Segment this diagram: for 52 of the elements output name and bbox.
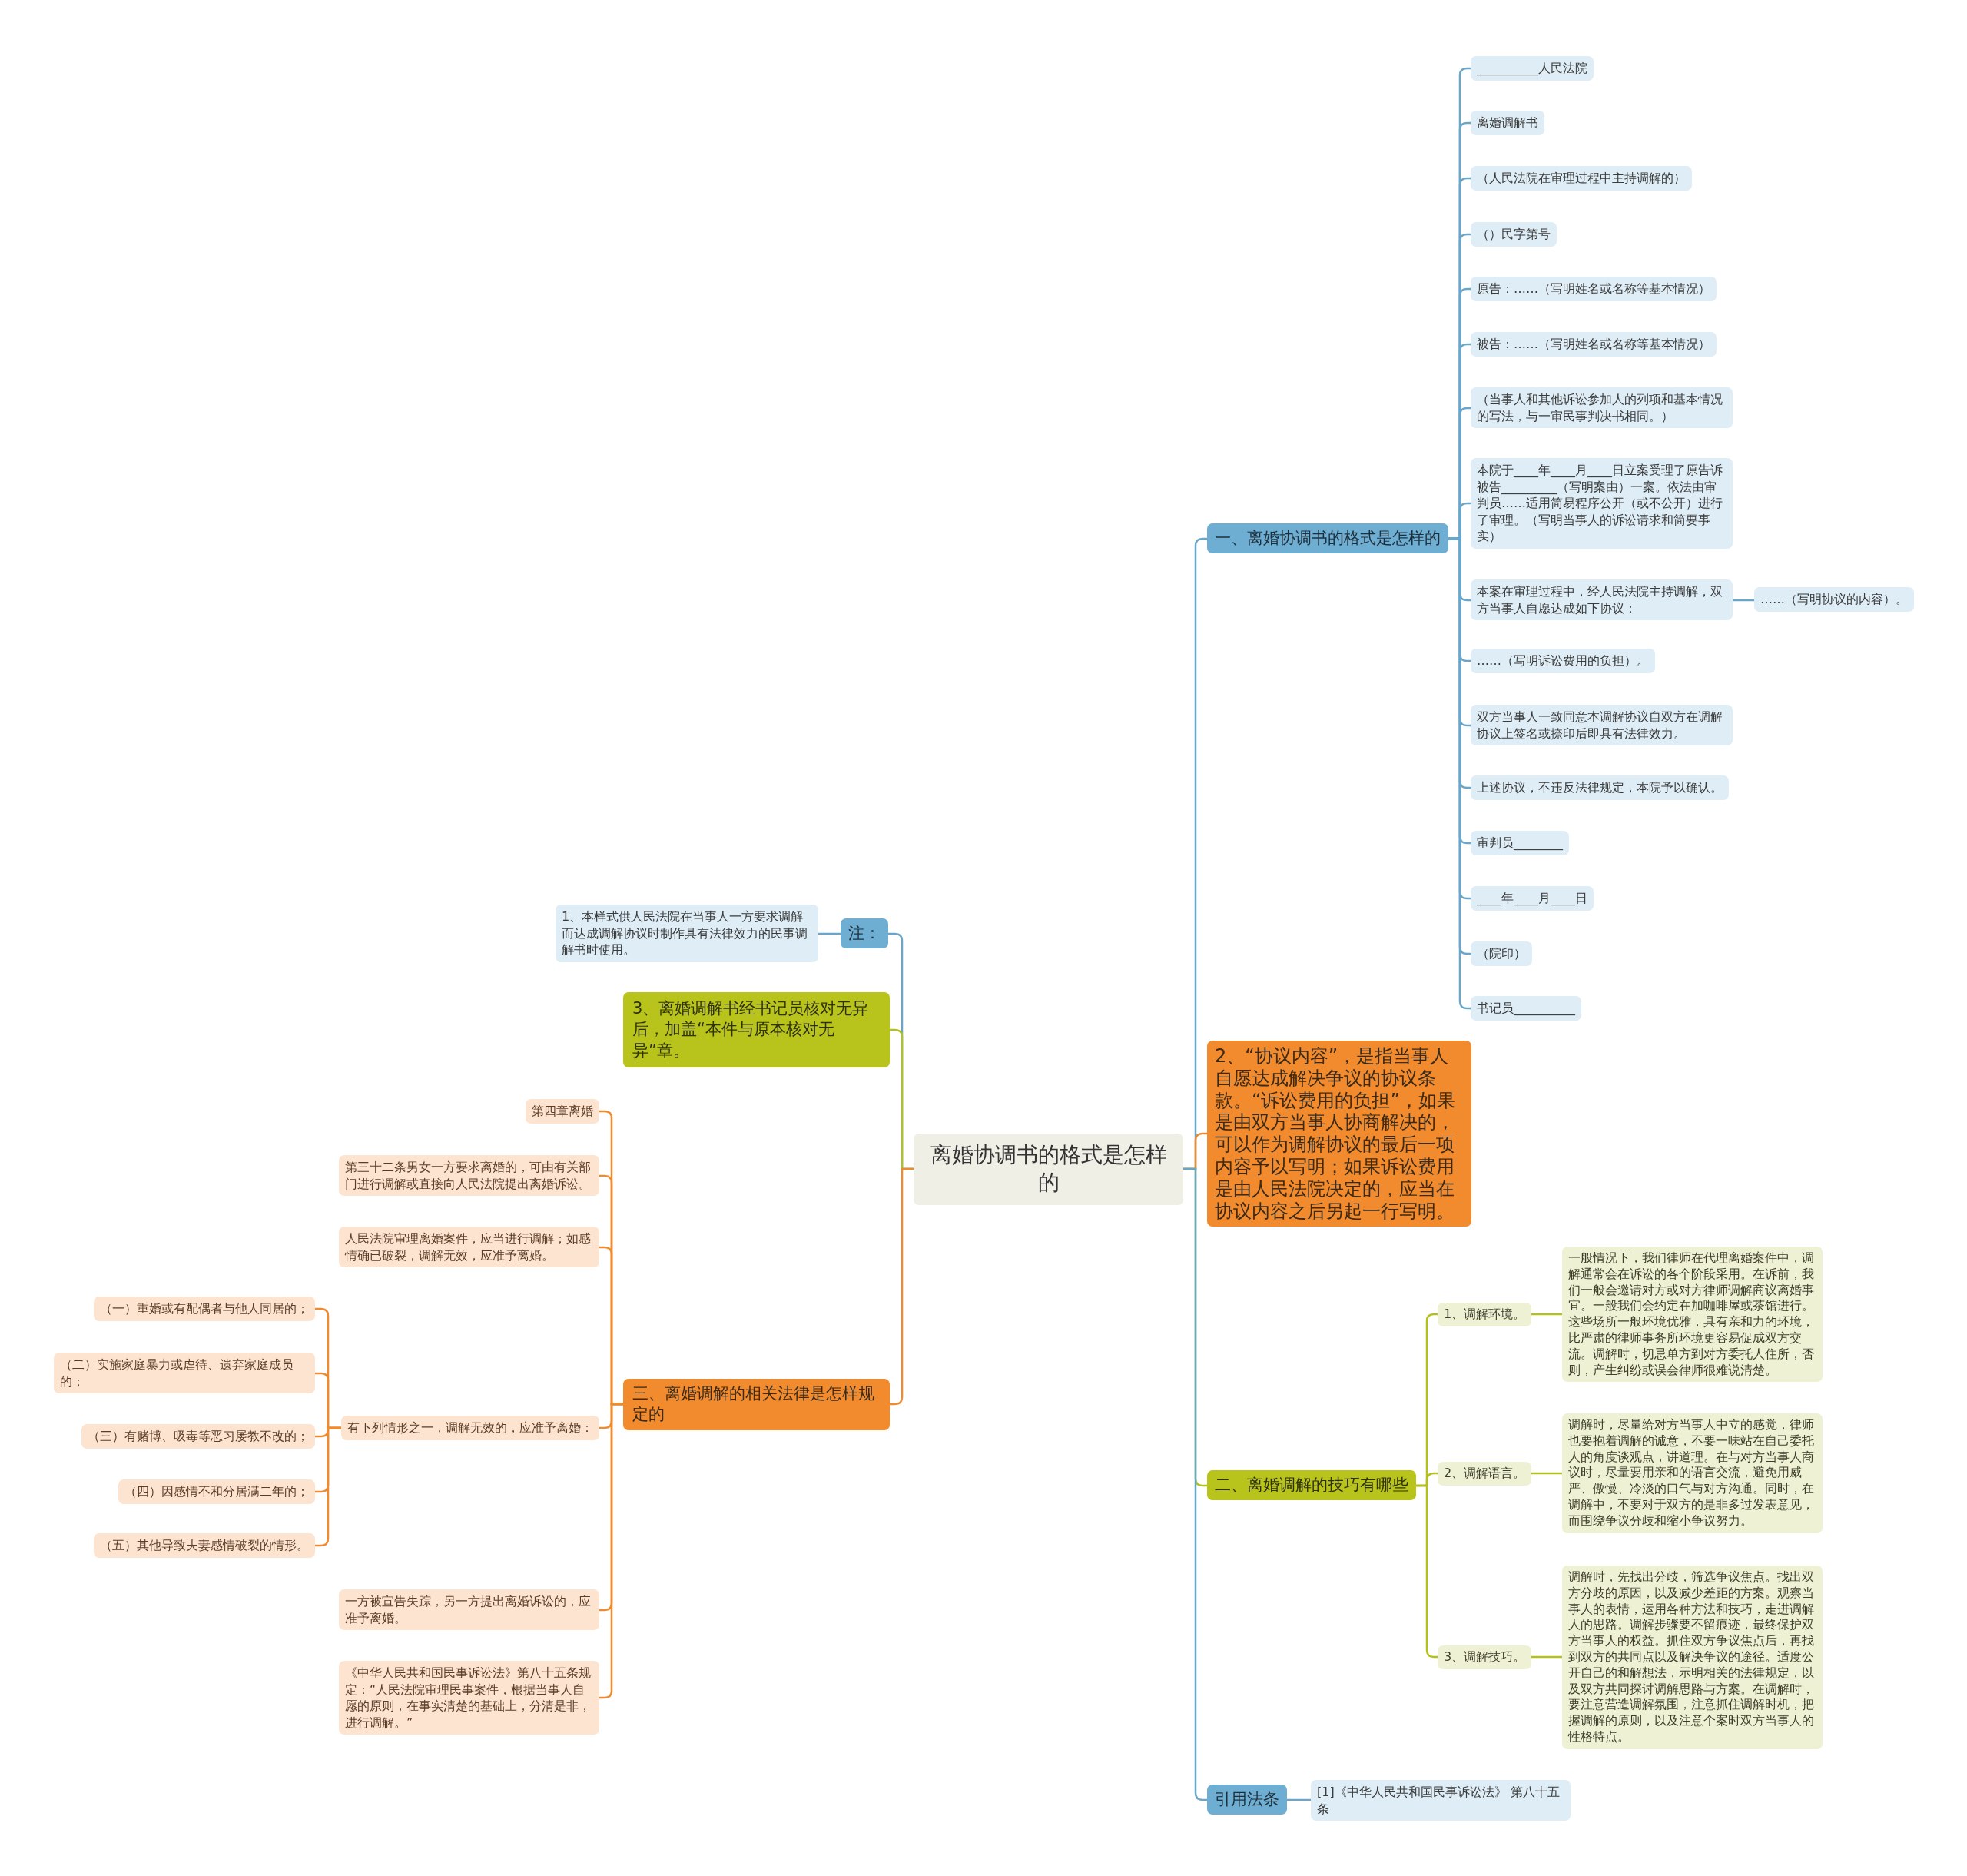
leaf-topic-box: 原告：……（写明姓名或名称等基本情况）	[1471, 277, 1717, 301]
leaf-topic-box: 调解时，尽量给对方当事人中立的感觉，律师也要抱着调解的诚意，不要一味站在自己委托人的角度谈观点，讲道理。在与对方当事人商议时，尽量要用亲和的语言交流，避免用威严、傲慢、冷淡的口气与对方沟通。同时，在调解中，不要对于双方的是非多过发表意见，而围绕争议分歧和缩小争议努力。	[1562, 1413, 1823, 1533]
leaf-topic-box: 第三十二条男女一方要求离婚的，可由有关部门进行调解或直接向人民法院提出离婚诉讼。	[339, 1155, 599, 1197]
connector-line	[818, 932, 841, 935]
leaf-topic-box: 《中华人民共和国民事诉讼法》第八十五条规定：“人民法院审理民事案件，根据当事人自愿的原则，在事实清楚的基础上，分清是非，进行调解。”	[339, 1661, 599, 1735]
leaf-topic-box: （）民字第号	[1471, 222, 1557, 247]
leaf-topic-box: ____年____月____日	[1471, 886, 1594, 911]
leaf-topic-box: 离婚调解书	[1471, 111, 1544, 135]
branch-topic-box: 二、离婚调解的技巧有哪些	[1207, 1470, 1416, 1501]
leaf-topic-box: 3、调解技巧。	[1438, 1645, 1532, 1669]
leaf-topic-box: ……（写明协议的内容）。	[1754, 587, 1914, 612]
leaf-topic-box: （一）重婚或有配偶者与他人同居的；	[94, 1297, 315, 1321]
branch-topic-box: 2、“协议内容”，是指当事人自愿达成解决争议的协议条款。“诉讼费用的负担”，如果是由双方当事人协商解决的，可以作为调解协议的最后一项内容予以写明；如果诉讼费用是由人民法院决定的，应当在协议内容之后另起一行写明。	[1207, 1041, 1471, 1227]
leaf-topic-box: （二）实施家庭暴力或虐待、遗弃家庭成员的；	[54, 1353, 315, 1394]
connector-line	[315, 1426, 341, 1547]
connector-line	[1531, 1472, 1562, 1475]
leaf-topic-box: 调解时，先找出分歧，筛选争议焦点。找出双方分歧的原因，以及减少差距的方案。观察当事人的表情，运用各种方法和技巧，走进调解人的思路。调解步骤要不留痕迹，最终保护双方当事人的权益。抓住双方争议焦点后，再找到双方的共同点以及解决争议的途径。适度公开自己的和解想法，示明相关的法律规定，以及双方共同探讨调解思路与方案。在调解时，要注意营造调解氛围，注意抓住调解时机，把握调解的原则，以及注意个案时双方当事人的性格特点。	[1562, 1566, 1823, 1749]
leaf-topic-box: 1、本样式供人民法院在当事人一方要求调解而达成调解协议时制作具有法律效力的民事调解书时使用。	[556, 905, 818, 962]
branch-topic-box: 3、离婚调解书经书记员核对无异后，加盖“本件与原本核对无异”章。	[623, 992, 890, 1067]
leaf-topic-box: 本案在审理过程中，经人民法院主持调解，双方当事人自愿达成如下协议：	[1471, 579, 1733, 621]
leaf-topic-box: 1、调解环境。	[1438, 1303, 1532, 1326]
leaf-topic-box: 有下列情形之一，调解无效的，应准予离婚：	[341, 1416, 599, 1440]
leaf-topic-box: （当事人和其他诉讼参加人的列项和基本情况的写法，与一审民事判决书相同。）	[1471, 387, 1733, 429]
leaf-topic-box: 一般情况下，我们律师在代理离婚案件中，调解通常会在诉讼的各个阶段采用。在诉前，我们一般会邀请对方或对方律师调解商议离婚事宜。一般我们会约定在加咖啡屋或茶馆进行。这些场所一般环境优雅，具有亲和力的环境，比严肃的律师事务所环境更容易促成双方交流。调解时，切忌单方到对方委托人住所，否则，产生纠纷或误会律师很难说清楚。	[1562, 1247, 1823, 1383]
connector-line	[1531, 1313, 1562, 1316]
leaf-topic-box: 书记员__________	[1471, 996, 1581, 1021]
leaf-topic-box: __________人民法院	[1471, 56, 1594, 81]
leaf-topic-box: 被告：……（写明姓名或名称等基本情况）	[1471, 332, 1717, 357]
branch-topic-box: 一、离婚协调书的格式是怎样的	[1207, 523, 1448, 554]
leaf-topic-box: 一方被宣告失踪，另一方提出离婚诉讼的，应准予离婚。	[339, 1589, 599, 1631]
leaf-topic-box: 上述协议，不违反法律规定，本院予以确认。	[1471, 775, 1729, 800]
leaf-topic-box: 审判员________	[1471, 831, 1569, 855]
leaf-topic-box: （四）因感情不和分居满二年的；	[118, 1479, 315, 1504]
leaf-topic-box: （院印）	[1471, 941, 1532, 966]
branch-topic-box: 引用法条	[1207, 1785, 1287, 1815]
leaf-topic-box: （人民法院在审理过程中主持调解的）	[1471, 166, 1692, 191]
leaf-topic-box: （三）有赌博、吸毒等恶习屡教不改的；	[81, 1424, 315, 1449]
leaf-topic-box: [1]《中华人民共和国民事诉讼法》 第八十五条	[1311, 1780, 1571, 1821]
branch-topic-box: 三、离婚调解的相关法律是怎样规定的	[623, 1379, 890, 1430]
connector-line	[1531, 1655, 1562, 1659]
leaf-topic-box: （五）其他导致夫妻感情破裂的情形。	[94, 1533, 315, 1558]
connector-line	[1287, 1798, 1311, 1801]
leaf-topic-box: 本院于____年____月____日立案受理了原告诉被告_________（写明案由）一案。依法由审判员……适用简易程序公开（或不公开）进行了审理。（写明当事人的诉讼请求和简要事实）	[1471, 458, 1733, 549]
central-topic-box: 离婚协调书的格式是怎样的	[914, 1134, 1183, 1205]
branch-topic-box: 注：	[841, 918, 888, 949]
leaf-topic-box: 第四章离婚	[526, 1099, 599, 1124]
connector-line	[1733, 599, 1754, 602]
leaf-topic-box: ……（写明诉讼费用的负担）。	[1471, 649, 1655, 673]
leaf-topic-box: 双方当事人一致同意本调解协议自双方在调解协议上签名或捺印后即具有法律效力。	[1471, 705, 1733, 746]
leaf-topic-box: 2、调解语言。	[1438, 1462, 1532, 1486]
leaf-topic-box: 人民法院审理离婚案件，应当进行调解；如感情确已破裂，调解无效，应准予离婚。	[339, 1227, 599, 1268]
connector-line	[599, 1403, 623, 1699]
